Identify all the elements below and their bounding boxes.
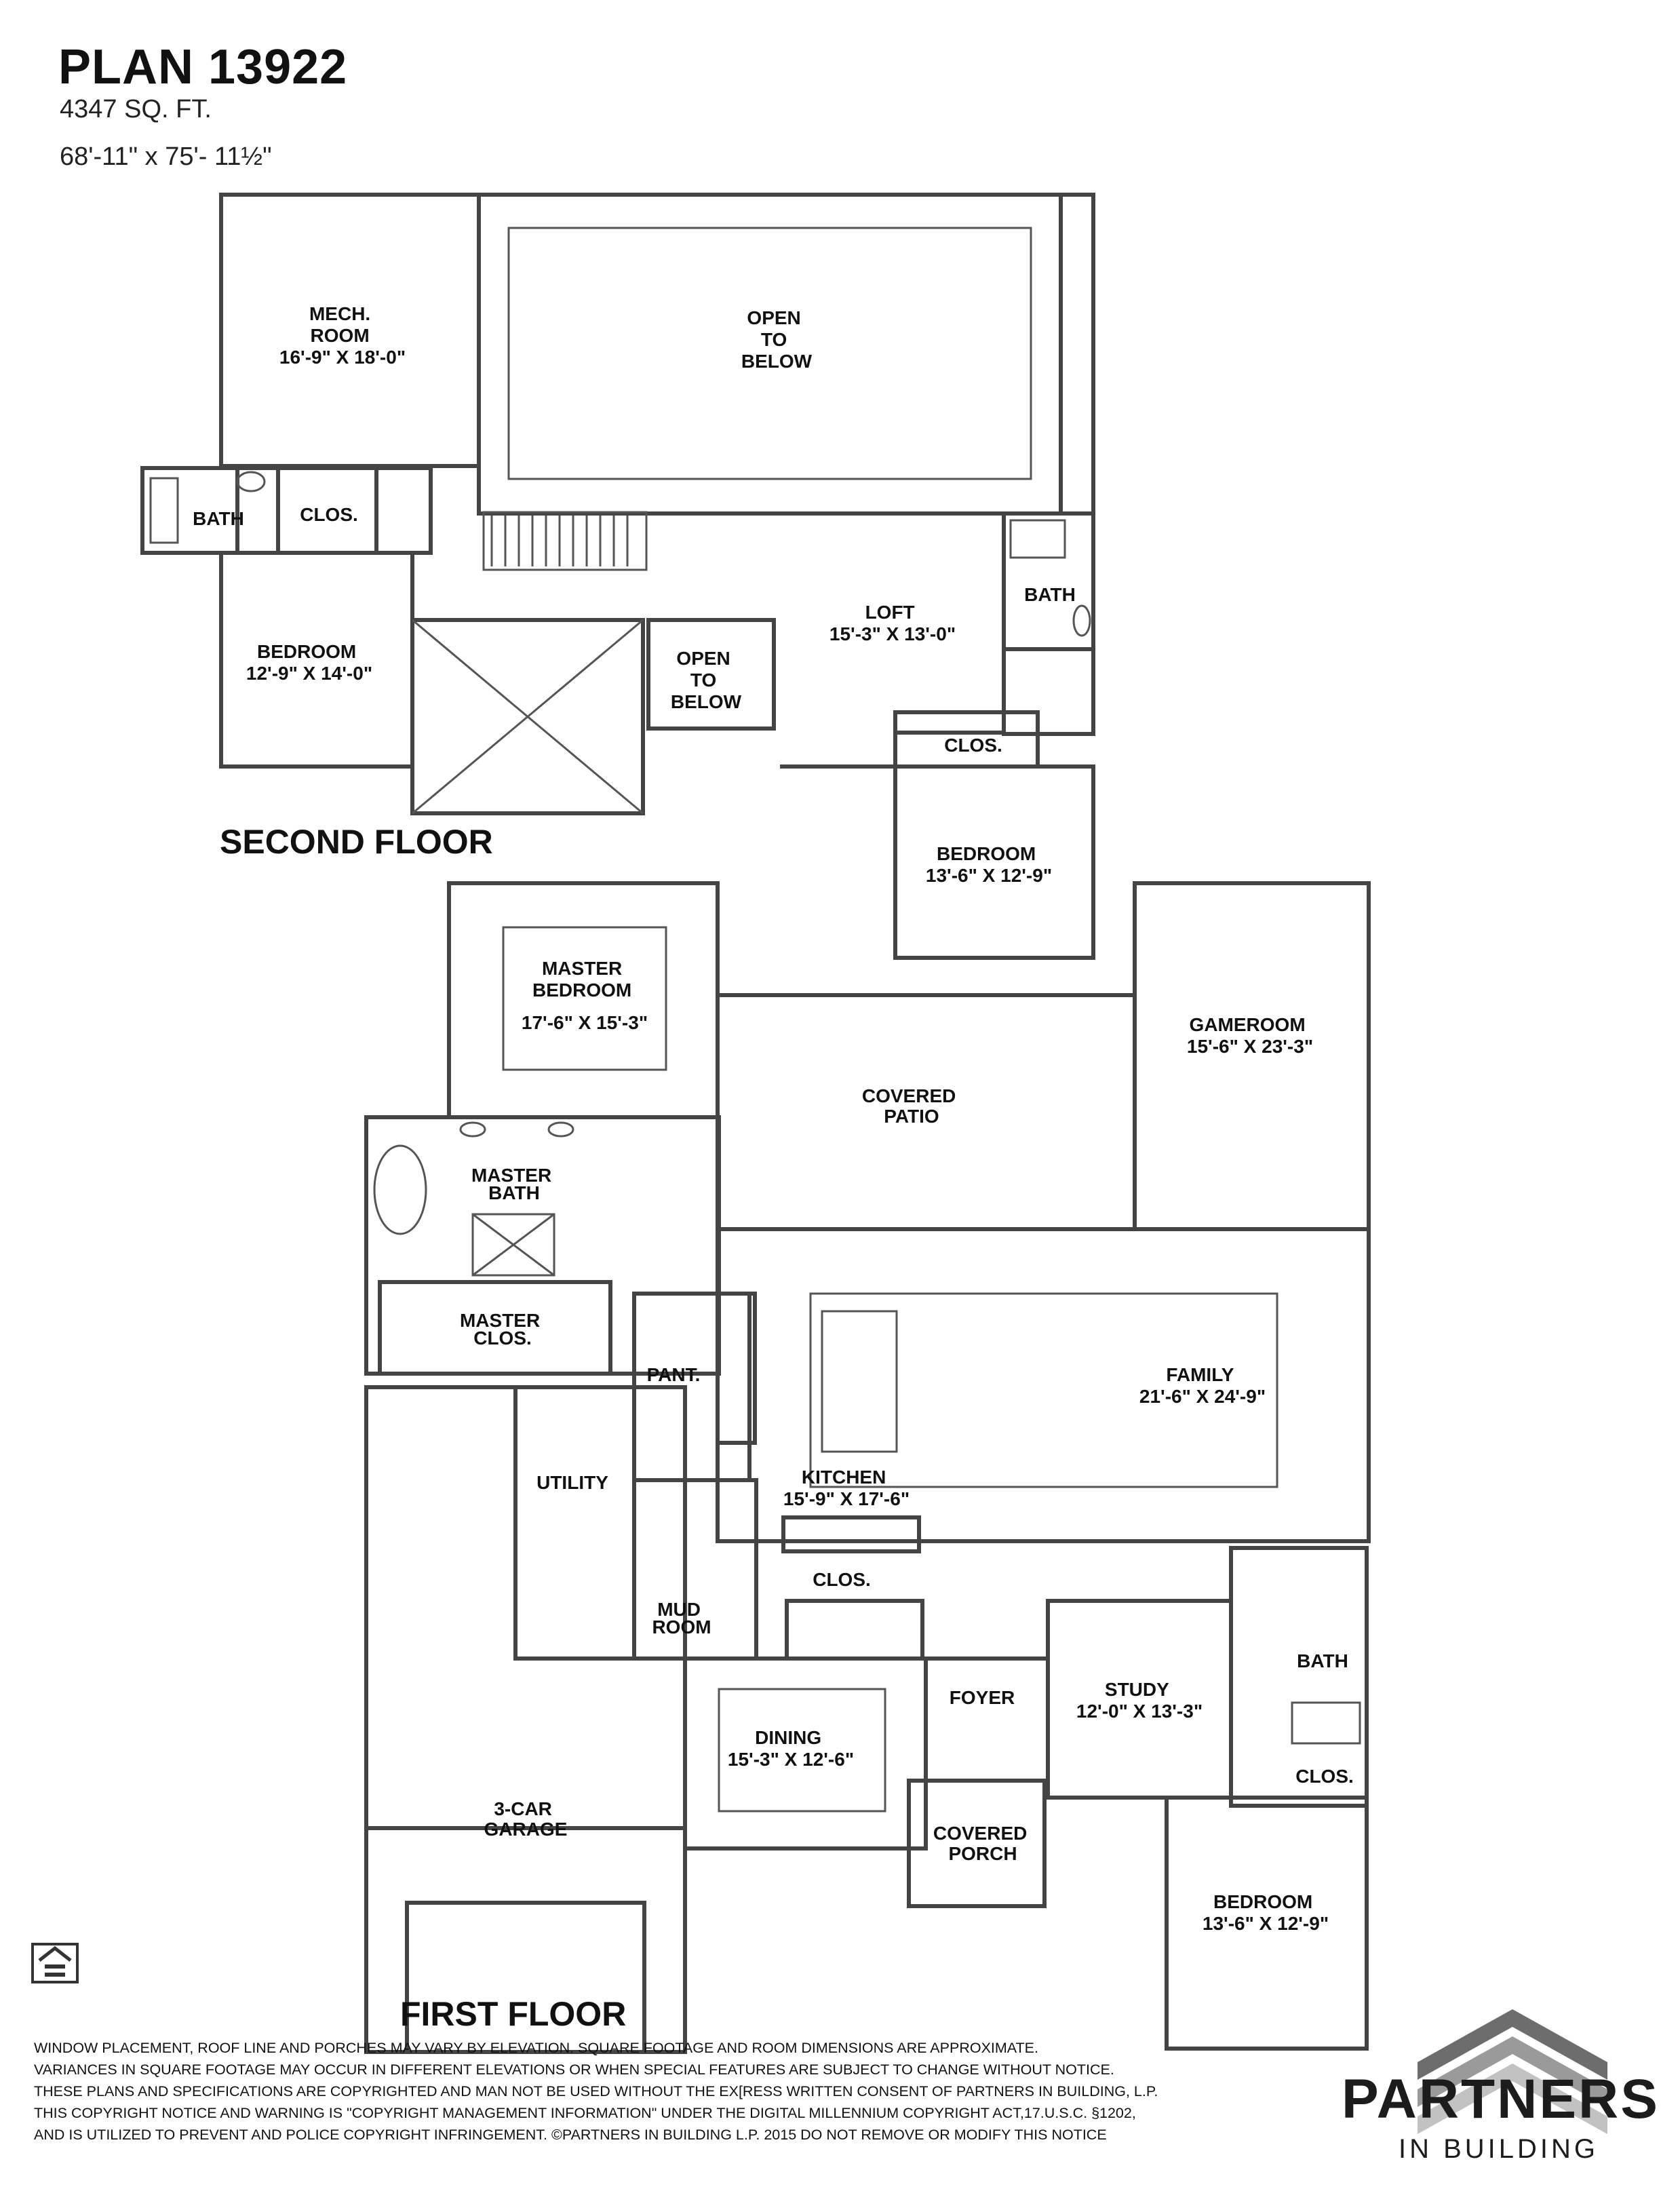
- open-to-below-label-2: OPEN TO BELOW: [671, 648, 742, 712]
- disclaimer-line: VARIANCES IN SQUARE FOOTAGE MAY OCCUR IN…: [34, 2061, 1114, 2078]
- mud-room-label: MUD ROOM: [652, 1599, 711, 1638]
- master-bedroom-label: MASTER BEDROOM 17'-6" X 15'-3": [522, 958, 648, 1033]
- plan-dimensions: 68'-11" x 75'- 11½": [60, 142, 272, 171]
- master-clos-label: MASTER CLOS.: [460, 1310, 545, 1349]
- second-floor-title: SECOND FLOOR: [220, 823, 493, 861]
- garage-label: 3-CAR GARAGE: [484, 1798, 568, 1840]
- square-footage: 4347 SQ. FT.: [60, 95, 212, 123]
- family-label: FAMILY 21'-6" X 24'-9": [1139, 1364, 1266, 1407]
- hall-closet-label: CLOS.: [813, 1569, 871, 1590]
- partners-logo-icon: [1418, 2009, 1607, 2134]
- disclaimer-line: WINDOW PLACEMENT, ROOF LINE AND PORCHES …: [34, 2040, 1038, 2056]
- copyright-disclaimer: WINDOW PLACEMENT, ROOF LINE AND PORCHES …: [34, 2037, 1302, 2146]
- foyer-label: FOYER: [950, 1687, 1015, 1708]
- clos-left-label: CLOS.: [300, 504, 358, 525]
- disclaimer-line: THESE PLANS AND SPECIFICATIONS ARE COPYR…: [34, 2083, 1158, 2099]
- covered-patio-label: COVERED PATIO: [862, 1085, 961, 1127]
- study-label: STUDY 12'-0" X 13'-3": [1076, 1679, 1203, 1722]
- dining-label: DINING 15'-3" X 12'-6": [728, 1727, 854, 1770]
- loft-label: LOFT 15'-3" X 13'-0": [829, 602, 956, 644]
- covered-porch-label: COVERED PORCH: [933, 1823, 1032, 1864]
- clos-right-label: CLOS.: [944, 735, 1002, 756]
- plan-title: PLAN 13922: [58, 40, 348, 94]
- equal-housing-icon: [31, 1943, 79, 1983]
- utility-label: UTILITY: [536, 1472, 608, 1493]
- disclaimer-line: AND IS UTILIZED TO PREVENT AND POLICE CO…: [34, 2127, 1107, 2143]
- bedroom-left-label: BEDROOM 12'-9" X 14'-0": [246, 641, 372, 684]
- pantry-label: PANT.: [647, 1364, 701, 1385]
- closet-label: CLOS.: [1295, 1766, 1354, 1787]
- gameroom-label: GAMEROOM 15'-6" X 23'-3": [1187, 1014, 1313, 1057]
- second-floor-walls: [140, 193, 1095, 960]
- open-to-below-label-1: OPEN TO BELOW: [741, 307, 813, 372]
- bedroom-right-label: BEDROOM 13'-6" X 12'-9": [926, 843, 1052, 886]
- bath-right-label: BATH: [1024, 584, 1076, 605]
- kitchen-label: KITCHEN 15'-9" X 17'-6": [783, 1467, 910, 1509]
- first-floor-walls: [364, 881, 1371, 2054]
- first-floor-title: FIRST FLOOR: [400, 1995, 627, 2033]
- mech-room-label: MECH. ROOM 16'-9" X 18'-0": [279, 303, 406, 368]
- bath-label: BATH: [1297, 1650, 1348, 1671]
- brand-tagline: IN BUILDING: [1399, 2134, 1599, 2164]
- first-floor-bedroom-label: BEDROOM 13'-6" X 12'-9": [1203, 1891, 1329, 1934]
- disclaimer-line: THIS COPYRIGHT NOTICE AND WARNING IS "CO…: [34, 2105, 1136, 2121]
- brand-name: PARTNERS: [1342, 2068, 1660, 2130]
- bath-left-label: BATH: [193, 508, 244, 529]
- master-bath-label: MASTER BATH: [471, 1165, 557, 1203]
